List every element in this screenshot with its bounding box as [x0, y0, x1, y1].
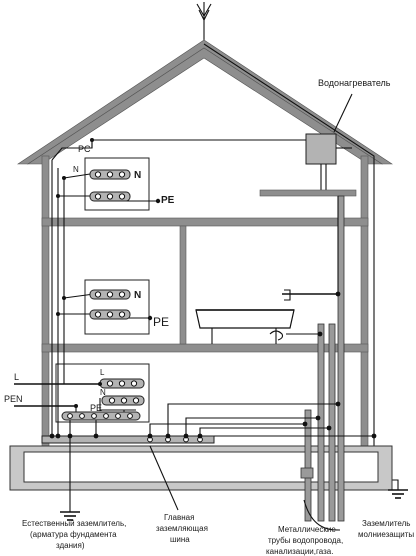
water-heater-shelf [259, 189, 357, 197]
l-input-label: L [14, 372, 19, 382]
pc-label: PC [78, 144, 91, 154]
bathtub [195, 309, 295, 344]
main-bus-label-line3: шина [170, 535, 190, 544]
natural-ground-label-line1: Естественный заземлитель, [22, 519, 126, 528]
terminal-studs [67, 171, 140, 419]
bottom-panel-l-label: L [100, 368, 105, 377]
middle-floor-panel [84, 279, 150, 335]
attic-floor [41, 217, 369, 227]
pen-input-label: PEN [4, 394, 23, 404]
middle-panel-n-label: N [134, 290, 141, 301]
main-bus-label-line1: Главная [164, 513, 194, 522]
lightning-ground-label-line2: молниезащиты [358, 530, 414, 539]
natural-ground-label-line2: (арматура фундамента [30, 530, 117, 539]
natural-ground-label-line3: здания) [56, 541, 85, 550]
right-wall [360, 155, 369, 447]
metal-pipes-label-line1: Металлические [278, 525, 336, 534]
bottom-panel-n-label: N [100, 388, 106, 397]
top-n-label: N [73, 165, 79, 174]
middle-floor [41, 343, 369, 353]
top-floor-panel [84, 157, 150, 211]
left-wall [41, 155, 50, 447]
metal-pipes-label-line3: канализации,газа. [266, 547, 333, 556]
roof [17, 39, 393, 165]
lightning-rod [196, 2, 212, 44]
metal-pipes [300, 195, 345, 522]
main-bus-label-line2: заземляющая [156, 524, 208, 533]
connection-dots [49, 138, 377, 439]
top-panel-pe-label: PE [161, 195, 175, 206]
inner-column [179, 225, 187, 345]
water-heater [305, 133, 337, 190]
bottom-panel-pe-label: PE [90, 403, 102, 413]
faucet [282, 289, 338, 301]
middle-panel-pe-label: PE [153, 315, 169, 329]
lightning-ground-label-line1: Заземлитель [362, 519, 410, 528]
metal-pipes-label-line2: трубы водопровода, [268, 536, 343, 545]
top-panel-n-label: N [134, 170, 141, 181]
main-grounding-bus-studs [147, 436, 203, 443]
water-heater-label: Водонагреватель [318, 78, 391, 88]
